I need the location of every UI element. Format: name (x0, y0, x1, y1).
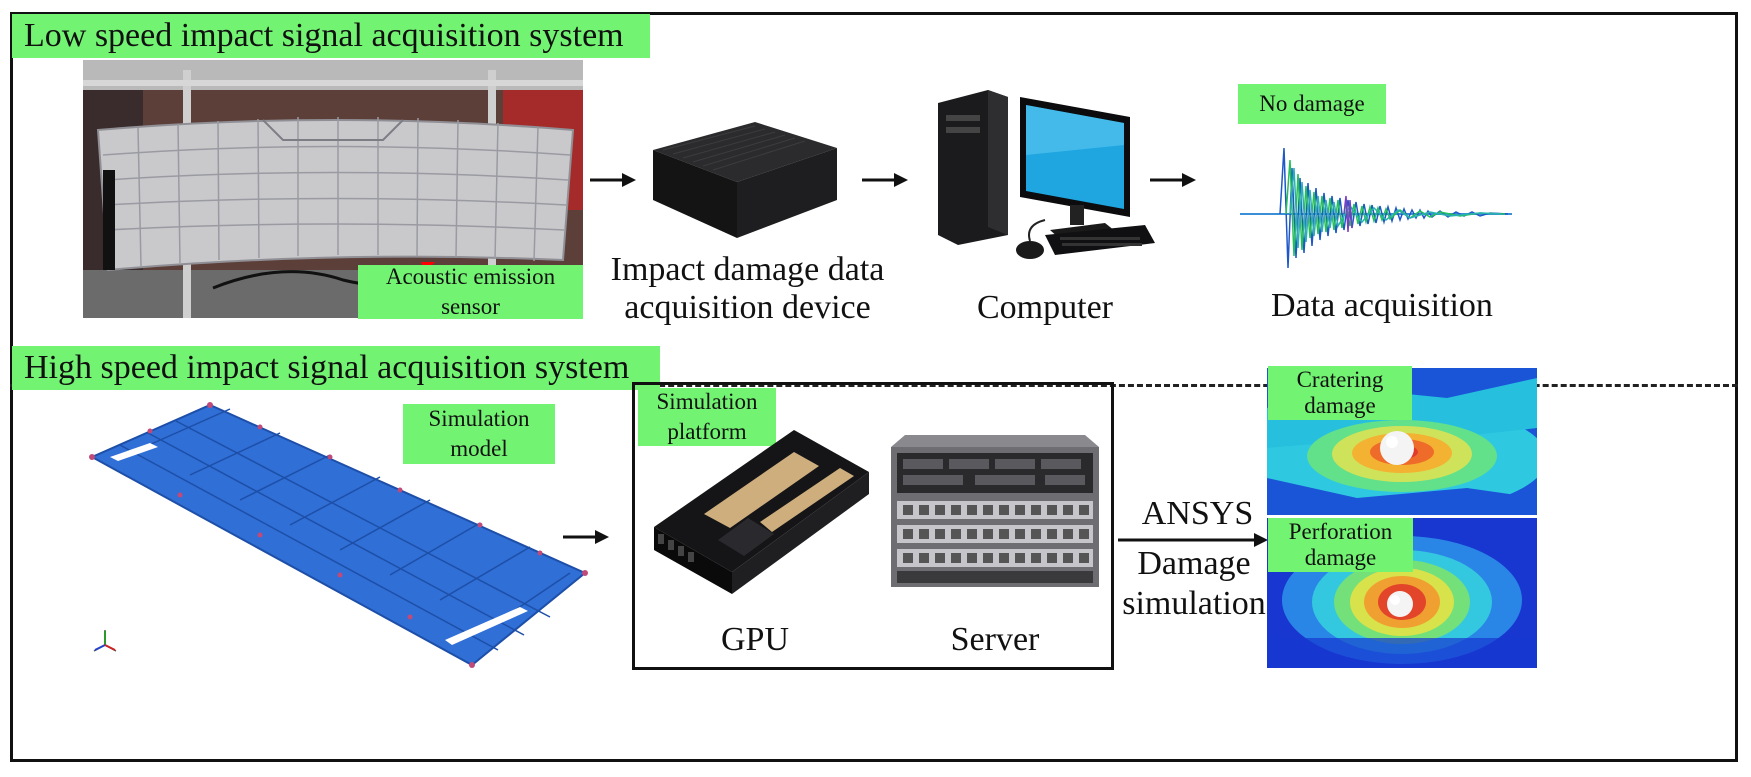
acoustic-sensor-label-text: Acoustic emission sensor (385, 264, 556, 319)
arrow-icon (1150, 173, 1196, 187)
cratering-damage-label-line1: Cratering (1296, 367, 1384, 392)
damage-simulation-label-line2: simulation (1122, 585, 1266, 622)
arrow-icon (590, 173, 636, 187)
waveform-image (1240, 138, 1512, 278)
low-speed-section-title: Low speed impact signal acquisition syst… (12, 14, 650, 58)
server-label: Server (950, 621, 1040, 658)
data-acquisition-label: Data acquisition (1271, 287, 1493, 324)
cratering-damage-label: Cratering damage (1268, 366, 1412, 420)
perforation-contour-image (1267, 518, 1537, 668)
server-image (885, 425, 1103, 597)
section-divider (10, 384, 1738, 387)
arrow-icon (1118, 533, 1268, 547)
gpu-label: GPU (720, 621, 790, 658)
figure-frame (10, 12, 1738, 762)
simulation-model-label-line1: Simulation (428, 406, 530, 431)
simulation-platform-label-line2: platform (667, 419, 747, 444)
cratering-damage-label-line2: damage (1304, 393, 1376, 418)
simulation-platform-label: Simulation platform (638, 388, 776, 446)
simulation-model-label: Simulation model (403, 404, 555, 464)
perforation-damage-label-line1: Perforation (1288, 519, 1393, 544)
simulation-platform-label-line1: Simulation (656, 389, 758, 414)
high-speed-section-title: High speed impact signal acquisition sys… (12, 346, 660, 390)
simulation-model-image (80, 395, 590, 670)
arrow-icon (862, 173, 908, 187)
simulation-platform-box (632, 382, 1114, 670)
damage-simulation-label-line1: Damage (1137, 545, 1251, 582)
computer-image (930, 85, 1160, 270)
arrow-icon (563, 530, 609, 544)
no-damage-label: No damage (1238, 84, 1386, 124)
acoustic-sensor-label: Acoustic emission sensor (358, 264, 583, 319)
daq-device-label-line1: Impact damage data (610, 251, 885, 288)
computer-label: Computer (977, 289, 1113, 326)
perforation-damage-label-line2: damage (1304, 545, 1377, 570)
daq-device-label-line2: acquisition device (624, 289, 871, 326)
ansys-label: ANSYS (1141, 495, 1254, 532)
daq-device-image (645, 100, 845, 245)
simulation-model-label-line2: model (450, 436, 508, 461)
gpu-image (644, 422, 872, 597)
perforation-damage-label: Perforation damage (1268, 518, 1413, 572)
